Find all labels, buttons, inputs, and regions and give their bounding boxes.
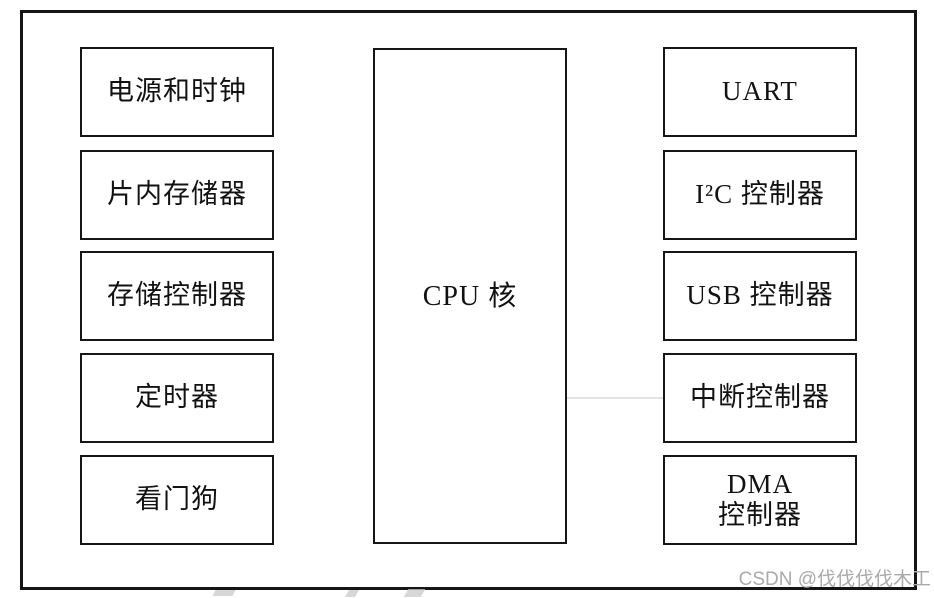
chip-boundary-box: [20, 10, 917, 590]
faint-connector-line: [567, 397, 663, 399]
block-timer: 定时器: [80, 353, 274, 443]
edge-artifact: [344, 590, 360, 597]
block-i2c-controller-label: I²C 控制器: [695, 179, 825, 210]
block-interrupt-controller: 中断控制器: [663, 353, 857, 443]
block-dma-controller: DMA 控制器: [663, 455, 857, 545]
block-cpu-core-label: CPU 核: [422, 280, 518, 312]
block-watchdog: 看门狗: [80, 455, 274, 545]
block-cpu-core: CPU 核: [373, 48, 567, 544]
block-memory-controller: 存储控制器: [80, 251, 274, 341]
block-watchdog-label: 看门狗: [135, 484, 219, 515]
block-interrupt-controller-label: 中断控制器: [690, 382, 830, 413]
block-uart: UART: [663, 47, 857, 137]
block-usb-controller: USB 控制器: [663, 251, 857, 341]
block-dma-controller-label-line2: 控制器: [718, 500, 802, 530]
block-onchip-memory-label: 片内存储器: [107, 179, 247, 210]
block-power-clock: 电源和时钟: [80, 47, 274, 137]
block-memory-controller-label: 存储控制器: [107, 280, 247, 311]
edge-artifact: [403, 589, 426, 597]
edge-artifact: [212, 590, 236, 596]
block-power-clock-label: 电源和时钟: [107, 76, 247, 107]
block-dma-controller-label-line1: DMA: [726, 468, 793, 499]
block-i2c-controller: I²C 控制器: [663, 150, 857, 240]
csdn-watermark: CSDN @伐伐伐伐木工: [738, 569, 931, 590]
block-usb-controller-label: USB 控制器: [686, 280, 834, 311]
block-uart-label: UART: [722, 76, 798, 107]
block-timer-label: 定时器: [135, 382, 219, 413]
block-onchip-memory: 片内存储器: [80, 150, 274, 240]
